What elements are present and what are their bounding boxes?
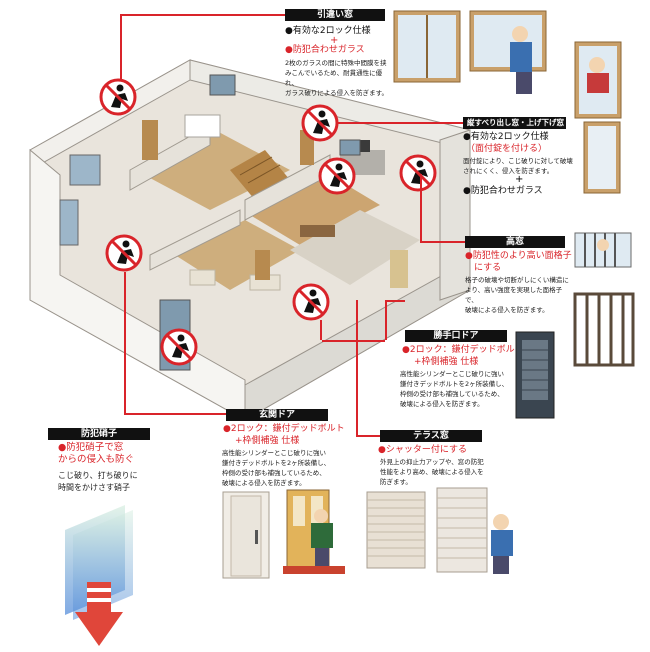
callout-description: 外見上の抑止力アップや、窓の防犯 性能をより高め、破壊による侵入を 防ぎます。 [380,457,490,487]
callout-description: 格子の破壊や切断がしにくい構造に より、高い強度を実現した面格子で、 破壊による… [465,275,573,315]
shutter-image [366,491,426,569]
callout-description: こじ破り、打ち破りに 時間をかけさす硝子 [58,470,158,494]
no-intruder-icon [301,104,339,142]
plus-sign: + [330,35,339,46]
leader-line [120,14,285,16]
callout-header-genkan: 玄関ドア [226,409,328,421]
window-break-in-image [574,41,622,119]
description-line: ガラス破りによる侵入を防ぎます。 [285,89,389,97]
back-door-image [515,331,555,419]
leader-line [322,340,385,342]
description-line: こじ破り、打ち破りに [58,471,138,480]
description-line: 格子の破壊や切断がしにくい構造に [465,276,569,284]
description-line: 外見上の抑止力アップや、窓の防犯 [380,458,484,466]
no-intruder-icon [160,328,198,366]
description-line: 枠側の受け部も補強しているため、 [400,390,504,398]
callout-feature: ●防犯硝子で窓 [58,442,124,453]
no-intruder-icon [399,154,437,192]
description-line: 高性能シリンダーとこじ破りに強い [400,370,504,378]
sliding-window-image [393,10,461,83]
description-line: 破壊による侵入を防ぎます。 [222,479,306,487]
callout-feature: ●シャッター付にする [378,445,467,455]
leader-line [124,413,226,415]
leader-line [385,300,387,340]
callout-feature: ●有効な2ロック仕様 [285,26,371,36]
description-line: 枠側の受け部も補強しているため、 [222,469,326,477]
callout-feature: ●有効な2ロック仕様 [463,132,549,142]
description-line: 鎌付きデッドボルトを2ヶ所装備し、 [222,459,331,467]
description-line: 破壊による侵入を防ぎます。 [400,400,484,408]
leader-line [356,300,358,435]
description-line: より、高い強度を実現した面格子で、 [465,286,563,304]
description-line: 性能をより高め、破壊による侵入を [380,468,484,476]
leader-line [385,300,405,302]
no-intruder-icon [99,78,137,116]
leader-line [120,14,122,80]
description-line: されにくく、侵入を防ぎます。 [463,167,554,175]
description-line: 面付錠により、こじ破りに対して破壊 [463,157,573,165]
callout-description: 高性能シリンダーとこじ破りに強い 鎌付きデッドボルトを2ヶ所装備し、 枠側の受け… [222,448,340,488]
callout-feature: +枠側補強 仕様 [235,436,300,446]
leader-line [338,122,463,124]
callout-feature: からの侵入も防ぐ [58,454,135,465]
casement-window-image [583,121,621,194]
callout-description: 高性能シリンダーとこじ破りに強い 鎌付きデッドボルトを2ヶ所装備し、 枠側の受け… [400,369,510,409]
door-break-in-image [283,489,345,574]
callout-header-hikichigai: 引違い窓 [285,9,385,21]
callout-description: 2枚のガラスの間に特殊中間膜を挟 みこんでいるため、耐貫通性に優れ、 ガラス破り… [285,58,390,98]
leader-line [124,272,126,414]
no-intruder-icon [318,157,356,195]
callout-feature: ●2ロック：鎌付デッドボルト [402,345,524,355]
no-intruder-icon [292,283,330,321]
description-line: 破壊による侵入を防ぎます。 [465,306,549,314]
laminated-glass-image [65,505,133,646]
leader-line [420,241,465,243]
description-line: 高性能シリンダーとこじ破りに強い [222,449,326,457]
no-intruder-icon [105,234,143,272]
callout-header-takamado: 高窓 [465,236,565,248]
leader-line [320,320,322,340]
callout-feature: ●防犯合わせガラス [285,45,365,55]
plus-sign: + [515,174,524,185]
window-break-in-image [469,10,547,94]
callout-feature: にする [474,263,502,273]
description-line: 防ぎます。 [380,478,412,486]
callout-header-bouhan: 防犯硝子 [48,428,150,440]
callout-feature: ●2ロック：鎌付デッドボルト [223,424,345,434]
callout-header-tate: 縦すべり出し窓・上げ下げ窓 [463,117,566,129]
grille-image [573,292,635,367]
callout-feature: +枠側補強 仕様 [414,357,479,367]
callout-header-terrace: テラス窓 [380,430,482,442]
description-line: みこんでいるため、耐貫通性に優れ、 [285,69,383,87]
leader-line [420,174,422,242]
callout-feature: （面付錠を付ける） [466,144,548,154]
leader-line [356,435,380,437]
callout-feature: ●防犯合わせガラス [463,186,543,196]
description-line: 鎌付きデッドボルトを2ヶ所装備し、 [400,380,509,388]
entrance-door-image [222,491,270,579]
callout-description: 面付錠により、こじ破りに対して破壊 されにくく、侵入を防ぎます。 [463,156,573,176]
callout-feature: ●防犯性のより高い面格子 [465,251,572,261]
description-line: 2枚のガラスの間に特殊中間膜を挟 [285,59,387,67]
description-line: 時間をかけさす硝子 [58,483,130,492]
shutter-break-in-image [436,487,513,574]
callout-header-katteguchi: 勝手口ドア [405,330,507,342]
window-grille-image [574,232,632,268]
